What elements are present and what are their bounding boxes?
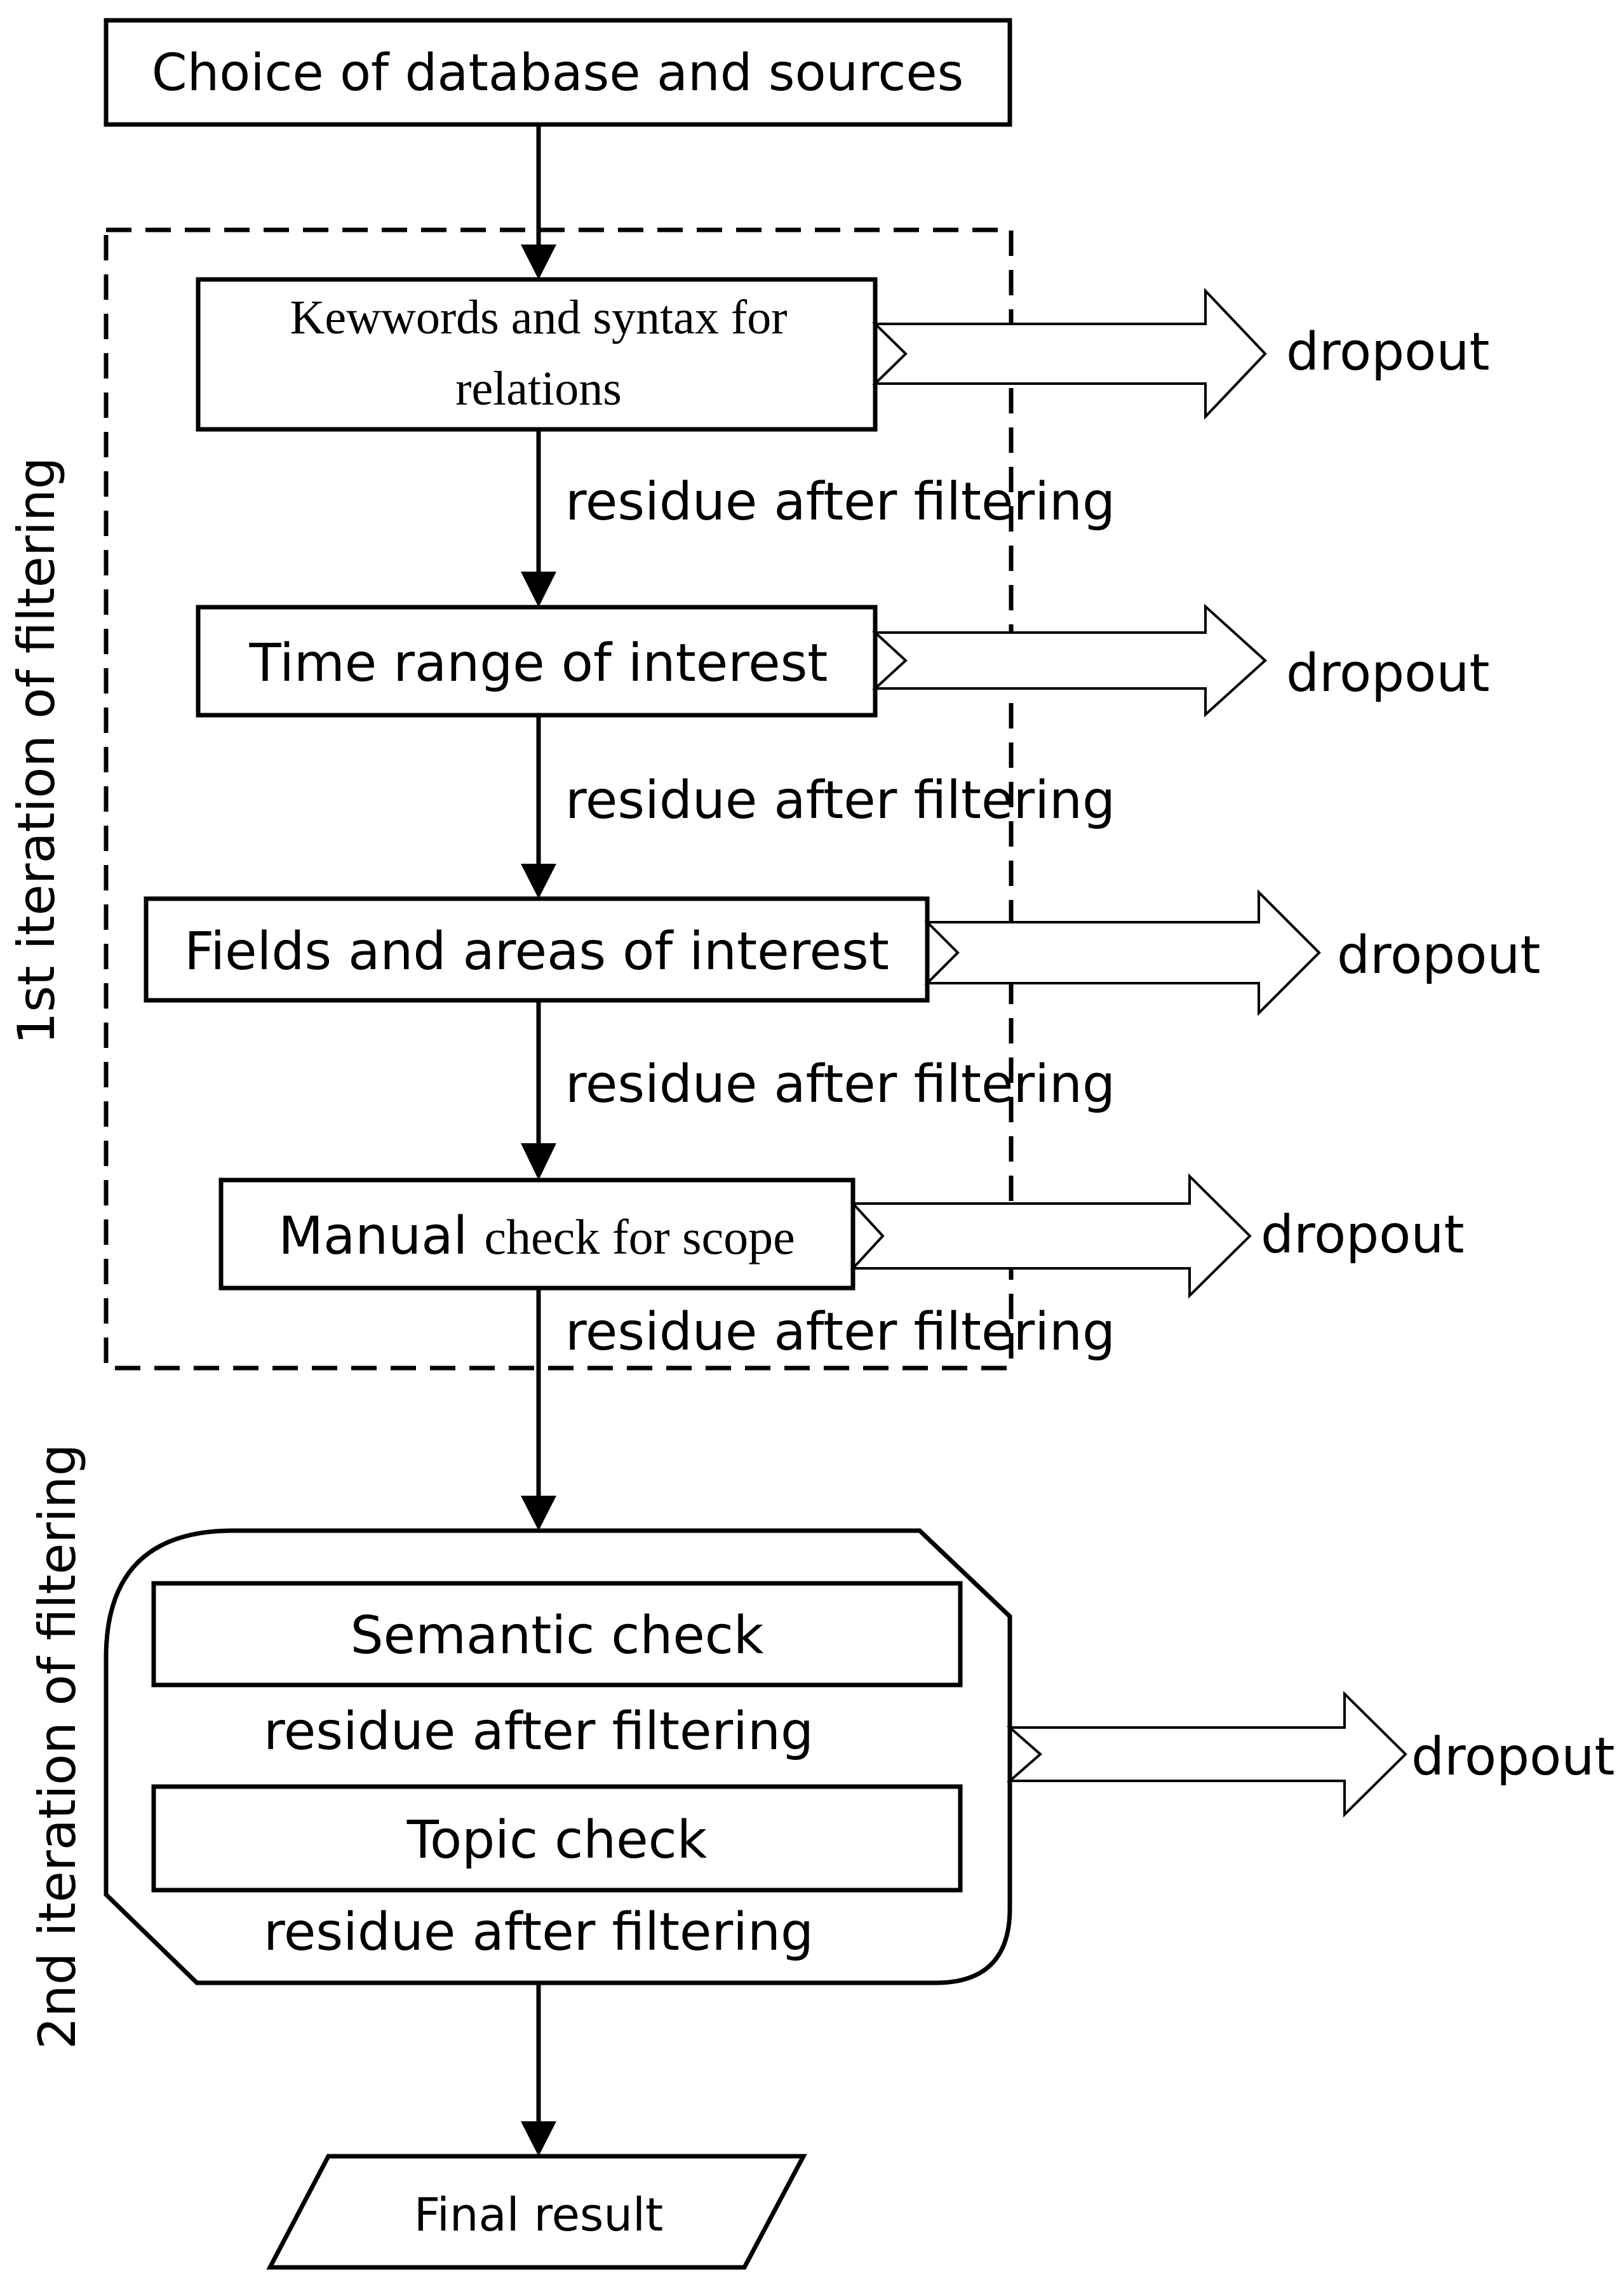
dropout-label-4: dropout xyxy=(1261,1205,1464,1265)
flow-arrowhead-start-to-keywords xyxy=(521,245,556,279)
dropout-label-1: dropout xyxy=(1286,322,1489,382)
time-range-label: Time range of interest xyxy=(249,633,828,694)
first-iteration-region xyxy=(104,227,1014,1371)
flow-arrowhead-time-to-fields xyxy=(521,864,556,899)
first-iteration-label: 1st iteration of filtering xyxy=(7,457,66,1044)
manual-check-prefix: Manual xyxy=(278,1206,467,1266)
manual-check-suffix: check for scope xyxy=(484,1209,795,1265)
dropout-label-3: dropout xyxy=(1337,925,1540,986)
fields-areas-label: Fields and areas of interest xyxy=(184,922,889,982)
start-box xyxy=(104,18,1012,127)
residue-label-5: residue after filtering xyxy=(264,1701,814,1762)
dropout-arrow-1 xyxy=(872,287,1267,420)
residue-label-2: residue after filtering xyxy=(565,770,1115,831)
semantic-check-box xyxy=(151,1581,963,1688)
dropout-arrow-5 xyxy=(1006,1691,1407,1818)
final-result-shape xyxy=(266,2154,807,2270)
flow-arrowhead-manual-to-second xyxy=(521,1496,556,1531)
time-range-box xyxy=(196,605,878,718)
flow-arrowhead-fields-to-manual xyxy=(521,1143,556,1180)
residue-label-1: residue after filtering xyxy=(565,472,1115,532)
second-iteration-label: 2nd iteration of filtering xyxy=(28,1444,87,2050)
dropout-arrow-4 xyxy=(850,1173,1252,1299)
start-box-label: Choice of database and sources xyxy=(152,43,964,102)
manual-check-box xyxy=(218,1178,856,1291)
dropout-arrow-2 xyxy=(871,603,1267,718)
dropout-label-5: dropout xyxy=(1411,1727,1614,1787)
residue-label-4: residue after filtering xyxy=(565,1302,1115,1362)
dropout-arrow-3 xyxy=(924,889,1321,1016)
flow-arrowhead-second-to-final xyxy=(521,2121,556,2156)
residue-label-3: residue after filtering xyxy=(565,1054,1115,1115)
flow-arrowhead-keywords-to-time xyxy=(521,572,556,607)
keywords-syntax-line1: Kewwords and syntax for xyxy=(290,291,787,344)
topic-check-box xyxy=(151,1784,963,1893)
keywords-syntax-line2: relations xyxy=(455,362,622,415)
final-result-label: Final result xyxy=(414,2188,664,2241)
dropout-label-2: dropout xyxy=(1286,643,1489,704)
topic-check-label: Topic check xyxy=(406,1810,708,1870)
semantic-check-label: Semantic check xyxy=(351,1606,764,1666)
residue-label-6: residue after filtering xyxy=(264,1902,814,1963)
keywords-syntax-box xyxy=(196,277,878,432)
manual-check-label: Manual check for scope xyxy=(278,1206,795,1266)
